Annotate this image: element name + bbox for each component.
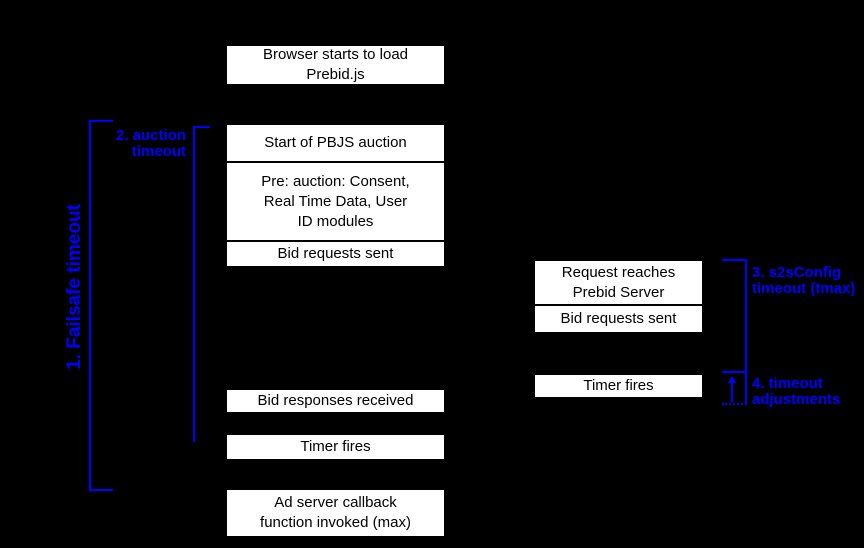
label-failsafe-timeout: 1. Failsafe timeout	[64, 204, 85, 370]
event-box-bid-responses-received: Bid responses received	[225, 388, 446, 414]
event-box-ad-server-callback: Ad server callback function invoked (max…	[225, 488, 446, 538]
label-s2s-timeout: 3. s2sConfig timeout (tmax)	[752, 264, 856, 297]
event-box-bid-requests-sent: Bid requests sent	[225, 240, 446, 268]
failsafe-timeout-bracket	[89, 120, 113, 491]
box-line: Request reaches	[561, 263, 676, 281]
event-box-request-reaches-prebid-server: Request reaches Prebid Server	[533, 259, 704, 306]
box-line: Bid requests sent	[560, 310, 677, 327]
box-line: Timer fires	[300, 438, 371, 455]
s2s-timeout-bracket	[722, 259, 747, 405]
box-line: Bid responses received	[257, 392, 414, 409]
box-line: ID modules	[297, 212, 374, 230]
box-line: Ad server callback	[274, 494, 397, 511]
label-timeout-adjustments: 4. timeout adjustments	[752, 375, 841, 408]
label-auction-timeout: 2. auction timeout	[115, 127, 186, 160]
box-line: Pre: auction: Consent,	[261, 172, 410, 190]
event-box-pre-auction-modules: Pre: auction: Consent, Real Time Data, U…	[225, 161, 446, 242]
box-line: Bid requests sent	[277, 245, 394, 262]
box-line: Prebid.js	[306, 66, 365, 83]
event-box-server-bid-requests-sent: Bid requests sent	[533, 304, 704, 334]
box-line: Prebid Server	[572, 283, 665, 301]
box-line: Start of PBJS auction	[264, 134, 407, 151]
box-line: Browser starts to load	[262, 46, 409, 63]
s2s-timer-fires-tick	[722, 371, 747, 373]
adjustment-dotted-line	[722, 403, 747, 405]
event-box-browser-load: Browser starts to load Prebid.js	[225, 44, 446, 86]
box-line: function invoked (max)	[260, 514, 411, 531]
event-box-server-timer-fires: Timer fires	[533, 373, 704, 399]
auction-timeout-bracket	[193, 126, 210, 442]
box-line: Timer fires	[583, 377, 654, 394]
event-box-start-auction: Start of PBJS auction	[225, 123, 446, 163]
event-box-timer-fires: Timer fires	[225, 433, 446, 461]
box-line: Real Time Data, User	[263, 192, 408, 210]
